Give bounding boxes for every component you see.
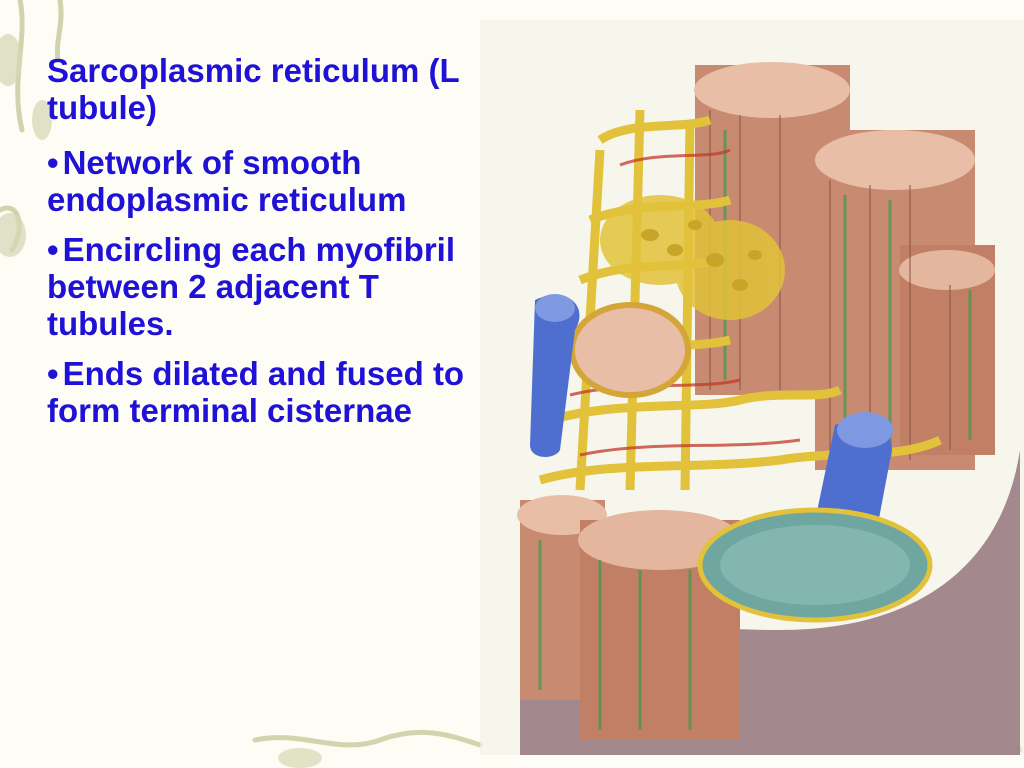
bullet-item: •Encircling each myofibril between 2 adj… [47, 231, 487, 342]
bullet-dot-icon: • [47, 355, 59, 392]
bullet-text: Encircling each myofibril between 2 adja… [47, 231, 456, 342]
bullet-dot-icon: • [47, 144, 59, 181]
bullet-item: •Network of smooth endoplasmic reticulum [47, 144, 487, 218]
slide-heading: Sarcoplasmic reticulum (L tubule) [47, 52, 460, 126]
bullet-dot-icon: • [47, 231, 59, 268]
bullet-text: Ends dilated and fused to form terminal … [47, 355, 465, 429]
bullet-text: Network of smooth endoplasmic reticulum [47, 144, 407, 218]
text-panel: Sarcoplasmic reticulum (L tubule) •Netwo… [47, 52, 487, 442]
bullet-item: •Ends dilated and fused to form terminal… [47, 355, 487, 429]
muscle-fiber-illustration [480, 20, 1024, 755]
